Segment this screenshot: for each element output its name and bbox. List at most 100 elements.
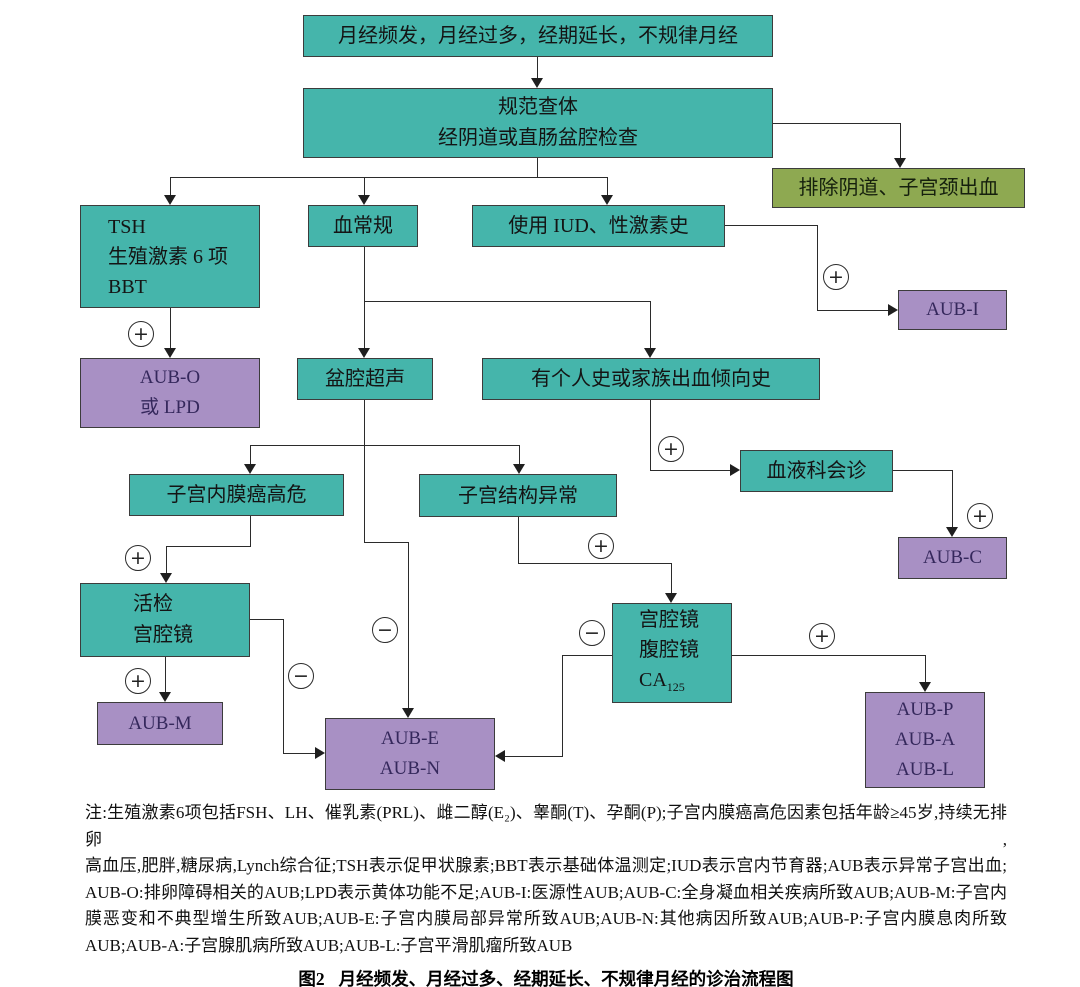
node-bleeding-tendency-history: 有个人史或家族出血倾向史 <box>482 358 820 400</box>
arrowhead-icon <box>159 692 171 702</box>
node-symptoms: 月经频发，月经过多，经期延长，不规律月经 <box>303 15 773 57</box>
node-tsh-hormones-bbt: TSH 生殖激素 6 项 BBT <box>80 205 260 308</box>
figure-caption: 图2 月经频发、月经过多、经期延长、不规律月经的诊治流程图 <box>85 966 1007 987</box>
node-biopsy-hysteroscopy: 活检 宫腔镜 <box>80 583 250 657</box>
flow-line <box>561 655 564 757</box>
arrowhead-icon <box>495 750 505 762</box>
flow-line <box>363 177 366 197</box>
arrowhead-icon <box>164 195 176 205</box>
flow-line <box>562 654 612 657</box>
flow-line <box>250 618 283 621</box>
flow-line <box>407 542 410 710</box>
plus-circle: + <box>658 436 684 462</box>
note-line: AUB;AUB-A:子宫腺肌病所致AUB;AUB-L:子宫平滑肌瘤所致AUB <box>85 935 573 955</box>
node-label: 盆腔超声 <box>325 368 405 390</box>
flow-line <box>363 247 366 350</box>
node-label: 宫腔镜 <box>639 608 699 631</box>
node-label: 月经频发，月经过多，经期延长，不规律月经 <box>338 25 738 47</box>
flow-line <box>166 545 250 548</box>
flow-line <box>518 562 671 565</box>
flow-line <box>282 619 285 754</box>
node-aub-i: AUB-I <box>898 290 1007 330</box>
node-label: 血液科会诊 <box>766 460 867 482</box>
arrowhead-icon <box>730 464 740 476</box>
arrowhead-icon <box>919 682 931 692</box>
node-exclude-vaginal-cervical-bleeding: 排除阴道、子宫颈出血 <box>772 168 1025 208</box>
flow-line <box>364 300 650 303</box>
node-label: TSH <box>108 215 146 238</box>
plus-circle: + <box>823 264 849 290</box>
flow-line <box>649 301 652 350</box>
node-label: 宫腔镜 <box>133 624 193 646</box>
flow-line <box>169 177 172 197</box>
node-label: 生殖激素 6 项 <box>108 245 228 268</box>
flow-line <box>899 123 902 160</box>
flow-line <box>650 469 732 472</box>
arrowhead-icon <box>531 78 543 88</box>
flow-line <box>250 444 519 447</box>
node-uterine-structural-abnormality: 子宫结构异常 <box>419 474 617 517</box>
flow-line <box>924 655 927 684</box>
plus-circle: + <box>125 545 151 571</box>
figure-note: 注:生殖激素6项包括FSH、LH、催乳素(PRL)、雌二醇(E₂)、睾酮(T)、… <box>85 800 1007 987</box>
node-label: 腹腔镜 <box>639 638 699 661</box>
flow-line <box>536 158 539 178</box>
flow-line <box>165 546 168 575</box>
node-label: 子宫内膜癌高危 <box>166 484 307 506</box>
node-iud-sex-hormone-history: 使用 IUD、性激素史 <box>472 205 725 247</box>
flow-line <box>732 654 925 657</box>
arrowhead-icon <box>894 158 906 168</box>
node-label: 规范查体 <box>498 96 578 118</box>
flow-line <box>363 400 366 543</box>
flow-line <box>893 469 952 472</box>
arrowhead-icon <box>513 464 525 474</box>
plus-circle: + <box>128 321 154 347</box>
node-endometrial-cancer-risk: 子宫内膜癌高危 <box>129 474 344 516</box>
node-standard-exam: 规范查体 经阴道或直肠盆腔检查 <box>303 88 773 158</box>
figure-caption-number: 图2 <box>298 969 325 987</box>
node-aub-c: AUB-C <box>898 537 1007 579</box>
node-label: 子宫结构异常 <box>458 484 578 507</box>
plus-circle: + <box>967 503 993 529</box>
node-label: AUB-M <box>128 712 192 734</box>
node-label: AUB-N <box>379 758 441 779</box>
node-label: 排除阴道、子宫颈出血 <box>798 177 999 199</box>
arrowhead-icon <box>888 304 898 316</box>
flow-line <box>606 177 609 197</box>
plus-circle: + <box>125 668 151 694</box>
flow-line <box>249 516 252 547</box>
node-label: 使用 IUD、性激素史 <box>508 215 689 237</box>
flow-line <box>725 224 817 227</box>
node-blood-routine: 血常规 <box>308 205 418 247</box>
note-line: 膜恶变和不典型增生所致AUB;AUB-E:子宫内膜局部异常所致AUB;AUB-N… <box>85 909 1007 928</box>
flow-line <box>249 445 252 466</box>
flow-line <box>518 445 521 466</box>
flow-line <box>536 57 539 80</box>
arrowhead-icon <box>946 527 958 537</box>
flow-line <box>283 752 317 755</box>
flow-line <box>951 470 954 529</box>
node-label: AUB-A <box>894 729 956 750</box>
flow-line <box>169 308 172 350</box>
note-line: AUB-O:排卵障碍相关的AUB;LPD表示黄体功能不足;AUB-I:医源性AU… <box>85 882 1007 902</box>
minus-circle: − <box>579 620 605 646</box>
node-label: 血常规 <box>333 215 393 237</box>
figure-caption-text: 月经频发、月经过多、经期延长、不规律月经的诊治流程图 <box>338 969 794 987</box>
node-label: BBT <box>108 275 147 298</box>
node-label: 或 LPD <box>140 397 200 418</box>
node-hysteroscopy-laparoscopy-ca125: 宫腔镜 腹腔镜 CA125 <box>612 603 732 703</box>
arrowhead-icon <box>644 348 656 358</box>
flow-line <box>170 176 608 179</box>
node-aub-m: AUB-M <box>97 702 223 745</box>
flow-line <box>364 541 408 544</box>
arrowhead-icon <box>164 348 176 358</box>
plus-circle: + <box>809 623 835 649</box>
plus-circle: + <box>588 533 614 559</box>
arrowhead-icon <box>601 195 613 205</box>
node-aub-e-n: AUB-E AUB-N <box>325 718 495 790</box>
node-label: 经阴道或直肠盆腔检查 <box>438 127 638 149</box>
arrowhead-icon <box>160 573 172 583</box>
arrowhead-icon <box>358 348 370 358</box>
flow-line <box>773 122 900 125</box>
flow-line <box>816 225 819 311</box>
